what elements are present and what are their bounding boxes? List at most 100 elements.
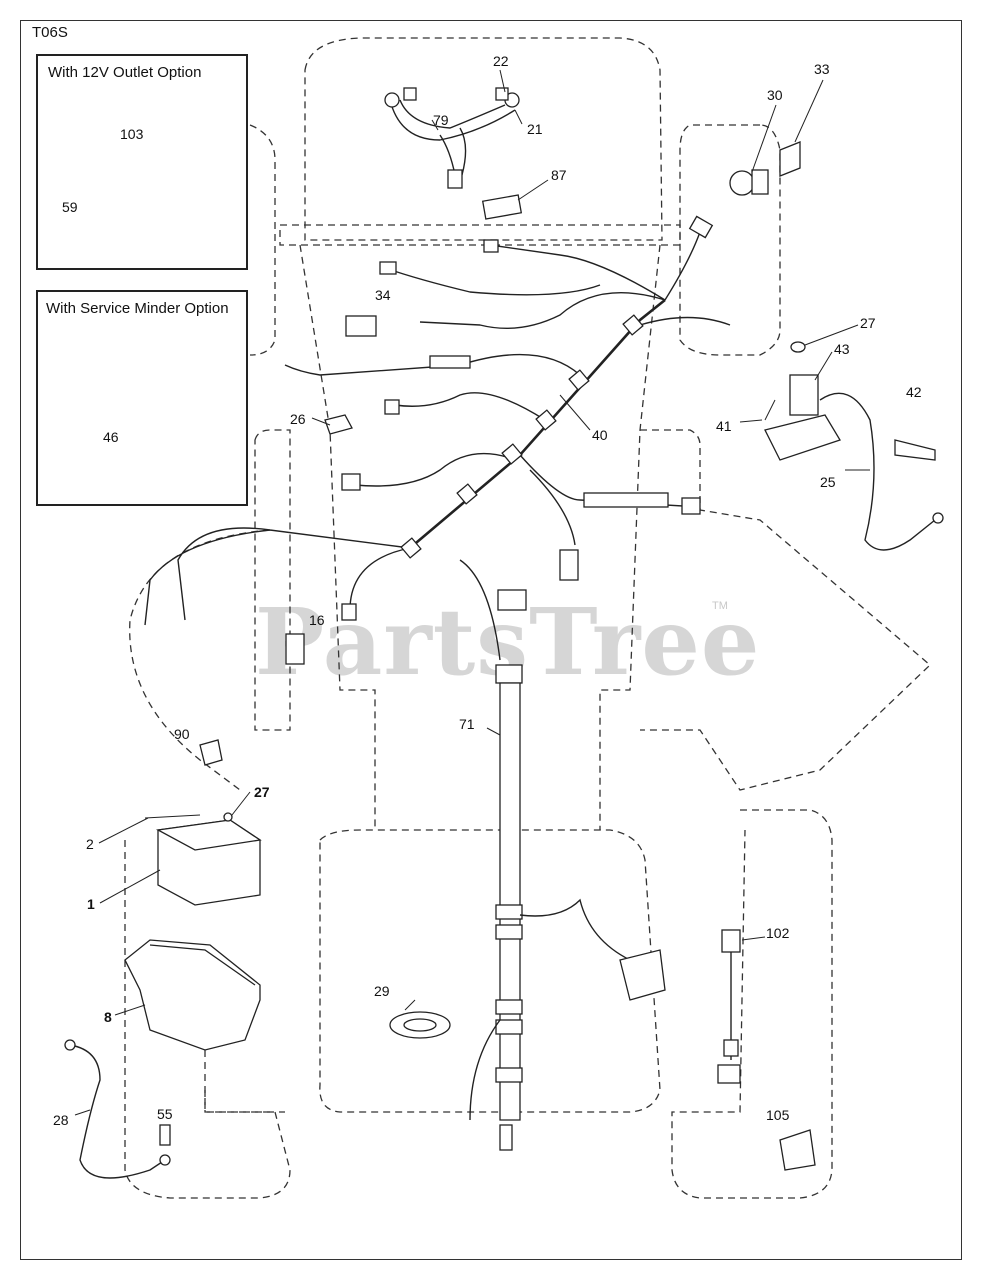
switch-34 (345, 315, 377, 337)
fuse-holder-102-top (721, 929, 741, 953)
callout-102: 102 (766, 925, 790, 941)
battery-tray-rim (149, 944, 256, 986)
connector-c (384, 399, 400, 415)
callout-40: 40 (592, 427, 608, 443)
callout-55: 55 (157, 1106, 173, 1122)
callout-33: 33 (814, 61, 830, 77)
nut-27 (790, 341, 806, 353)
cable-28-terminal-b (159, 1154, 171, 1166)
cable-28-terminal-a (64, 1039, 76, 1051)
solenoid-lead (819, 392, 936, 551)
connector-b (379, 261, 397, 275)
callout-29: 29 (374, 983, 390, 999)
harness-clip-1 (622, 314, 644, 336)
callout-30: 30 (767, 87, 783, 103)
callout-22: 22 (493, 53, 509, 69)
harness-branch-4 (419, 292, 666, 329)
harness-71-branch (519, 898, 631, 961)
callout-26: 26 (290, 411, 306, 427)
callout-28: 28 (53, 1112, 69, 1128)
battery-nut-27 (223, 812, 233, 822)
seat-support (204, 1090, 285, 1113)
bulb-left (403, 87, 417, 101)
ignition-switch (729, 170, 755, 196)
harness-clip-4 (501, 443, 523, 465)
floor-right (640, 429, 931, 791)
harness-branch-7 (394, 392, 546, 421)
headlight-harness (389, 99, 516, 176)
switch-16 (285, 633, 305, 665)
harness-to-left-leads (144, 527, 411, 626)
floor-left (254, 429, 291, 731)
connector-a (483, 239, 499, 253)
inset-12v-outlet: With 12V Outlet Option (36, 54, 248, 270)
callout-103: 103 (120, 126, 144, 142)
dash-panel-outline (279, 224, 681, 246)
left-wheel-area (129, 529, 271, 791)
rear-right-fender (671, 809, 833, 1199)
harness-branch-10 (529, 469, 576, 546)
clip-71-c (495, 924, 523, 940)
fuse-102-mid (723, 1039, 739, 1057)
diagram-border (20, 20, 962, 1260)
callout-2: 2 (86, 836, 94, 852)
callout-8: 8 (104, 1009, 112, 1025)
fuse-holder-102-bottom (717, 1064, 741, 1084)
clip-71-e (495, 1019, 523, 1035)
bulb-right (495, 87, 509, 101)
headlight-connector (447, 169, 463, 189)
clip-71-a (495, 664, 523, 684)
callout-34: 34 (375, 287, 391, 303)
callout-16: 16 (309, 612, 325, 628)
harness-clip-6 (400, 537, 422, 559)
clip-71-d (495, 999, 523, 1015)
connector-71-bottom (499, 1124, 513, 1151)
part-90 (199, 739, 223, 766)
bolt-55 (159, 1124, 171, 1146)
connector-right-end (681, 497, 701, 515)
callout-46: 46 (103, 429, 119, 445)
clip-71-b (495, 904, 523, 920)
diagram-code: T06S (32, 24, 68, 41)
callout-105: 105 (766, 1107, 790, 1123)
hood-outline (304, 37, 663, 241)
inline-fuse (429, 355, 471, 369)
seat-deck (319, 829, 661, 1113)
callout-43: 43 (834, 341, 850, 357)
harness-clip-2 (568, 369, 590, 391)
ignition-key-33 (779, 141, 801, 177)
harness-lead-right (583, 492, 669, 508)
harness-branch-1 (639, 316, 731, 326)
callout-21: 21 (527, 121, 543, 137)
inset-service-minder-title: With Service Minder Option (46, 300, 229, 317)
harness-71-leads (459, 559, 501, 1121)
connector-71-top (497, 589, 527, 611)
callout-27-top: 27 (860, 315, 876, 331)
frame-right (599, 244, 661, 830)
harness-branch-8 (354, 452, 511, 487)
harness-71-tube (499, 682, 521, 1121)
harness-branch-11 (349, 547, 411, 611)
inset-12v-outlet-title: With 12V Outlet Option (48, 64, 202, 81)
connector-e (559, 549, 579, 581)
solenoid-bracket-43 (764, 414, 841, 461)
callout-71: 71 (459, 716, 475, 732)
harness-clip-3 (535, 409, 557, 431)
battery-top (155, 819, 262, 851)
harness-branch-3 (489, 244, 666, 301)
callout-25: 25 (820, 474, 836, 490)
switch-87 (481, 194, 523, 220)
frame-left (299, 244, 376, 830)
rear-left-fender (124, 840, 291, 1199)
callout-42: 42 (906, 384, 922, 400)
harness-branch-2 (664, 231, 701, 301)
watermark-tm: TM (712, 600, 728, 612)
inset-service-minder: With Service Minder Option (36, 290, 248, 506)
right-fender-upper (679, 124, 781, 356)
clip-71-f (495, 1067, 523, 1083)
connector-key-switch (688, 215, 714, 239)
left-fender-upper (249, 124, 276, 356)
callout-59: 59 (62, 199, 78, 215)
main-harness (409, 298, 666, 549)
